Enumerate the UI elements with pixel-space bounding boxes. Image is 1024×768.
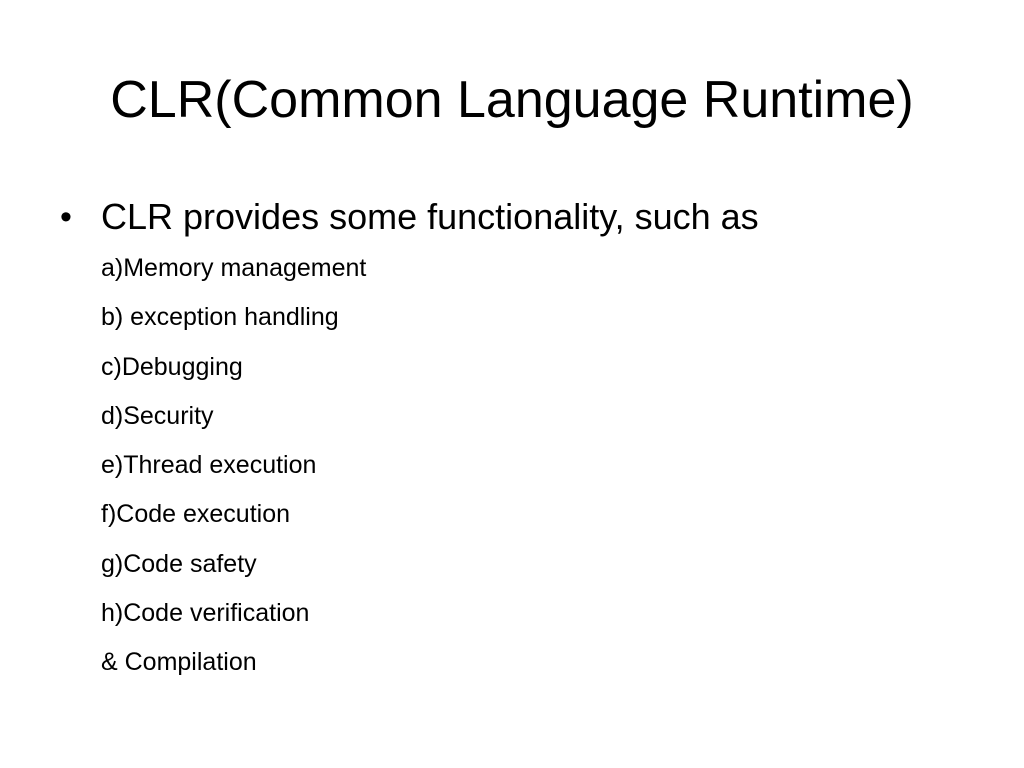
list-item: a)Memory management	[101, 254, 367, 282]
list-item: d)Security	[101, 401, 214, 430]
list-item: f)Code execution	[101, 500, 291, 529]
bullet-icon: •	[60, 198, 72, 236]
list-item: c)Debugging	[101, 352, 243, 381]
list-item: h)Code verification	[101, 599, 310, 628]
main-bullet: • CLR provides some functionality, such …	[60, 192, 1000, 242]
main-bullet-text: CLR provides some functionality, such as	[101, 196, 759, 237]
list-item: & Compilation	[101, 648, 257, 677]
functionality-list: a)Memory management b) exception handlin…	[101, 244, 366, 688]
list-item: g)Code safety	[101, 549, 257, 578]
slide-title: CLR(Common Language Runtime)	[110, 71, 914, 129]
list-item: e)Thread execution	[101, 451, 317, 480]
list-item: b) exception handling	[101, 303, 339, 332]
